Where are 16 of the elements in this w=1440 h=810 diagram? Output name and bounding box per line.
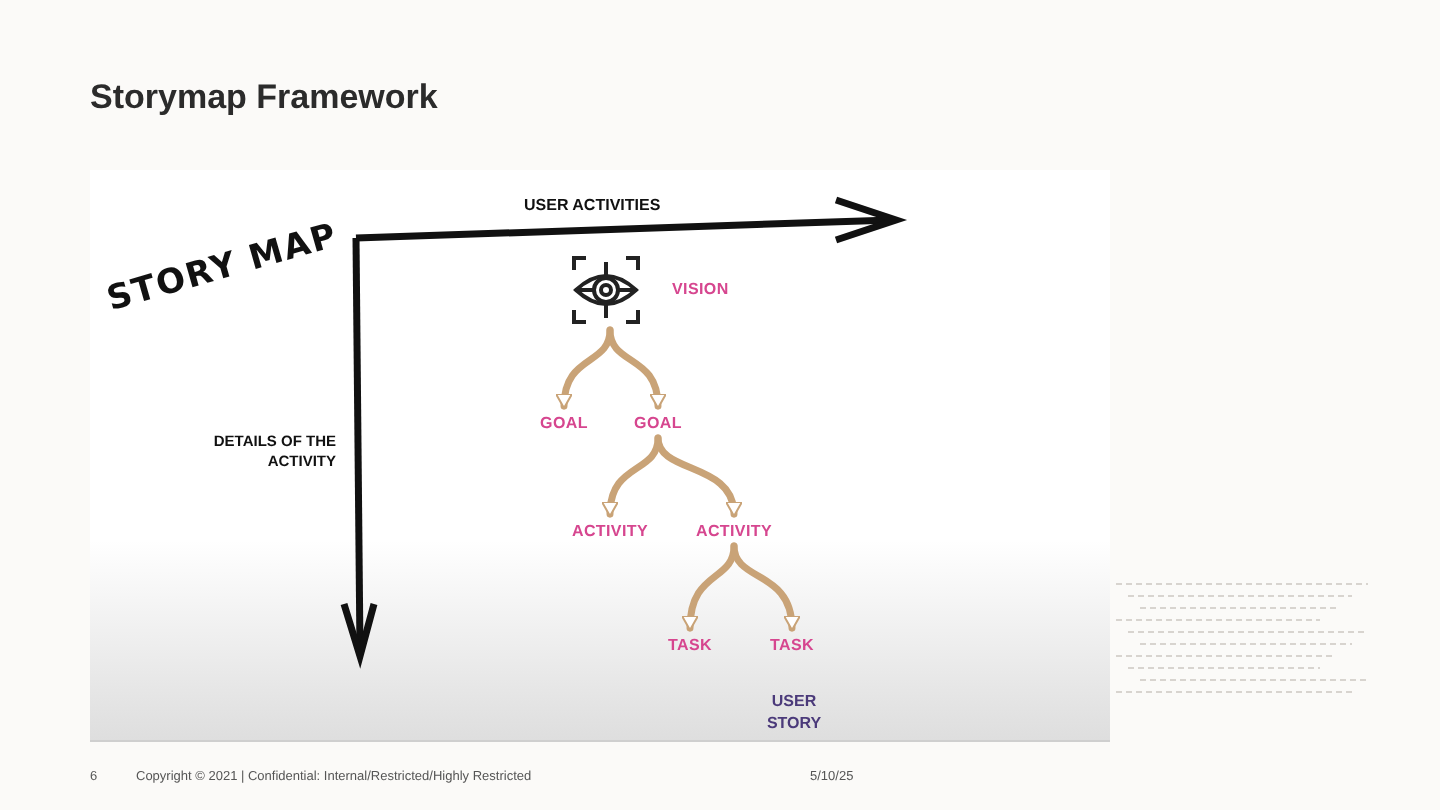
- step-label: ACTIVITY: [571, 519, 649, 543]
- split-arrow: [654, 434, 742, 518]
- slide-title: Storymap Framework: [90, 76, 438, 120]
- story-label: USER STORY: [764, 690, 824, 734]
- step-label: GOAL: [634, 411, 682, 435]
- axis-label: USER ACTIVITIES: [524, 194, 661, 218]
- split-arrow: [602, 434, 662, 518]
- step-label: VISION: [672, 278, 729, 302]
- split-arrow: [606, 326, 666, 410]
- step-label: GOAL: [540, 411, 588, 435]
- split-arrow: [730, 542, 800, 632]
- step-label: TASK: [668, 633, 712, 657]
- split-arrow: [681, 542, 738, 632]
- step-label: TASK: [770, 633, 814, 657]
- step-label: ACTIVITY: [695, 519, 773, 543]
- split-arrow: [555, 326, 614, 410]
